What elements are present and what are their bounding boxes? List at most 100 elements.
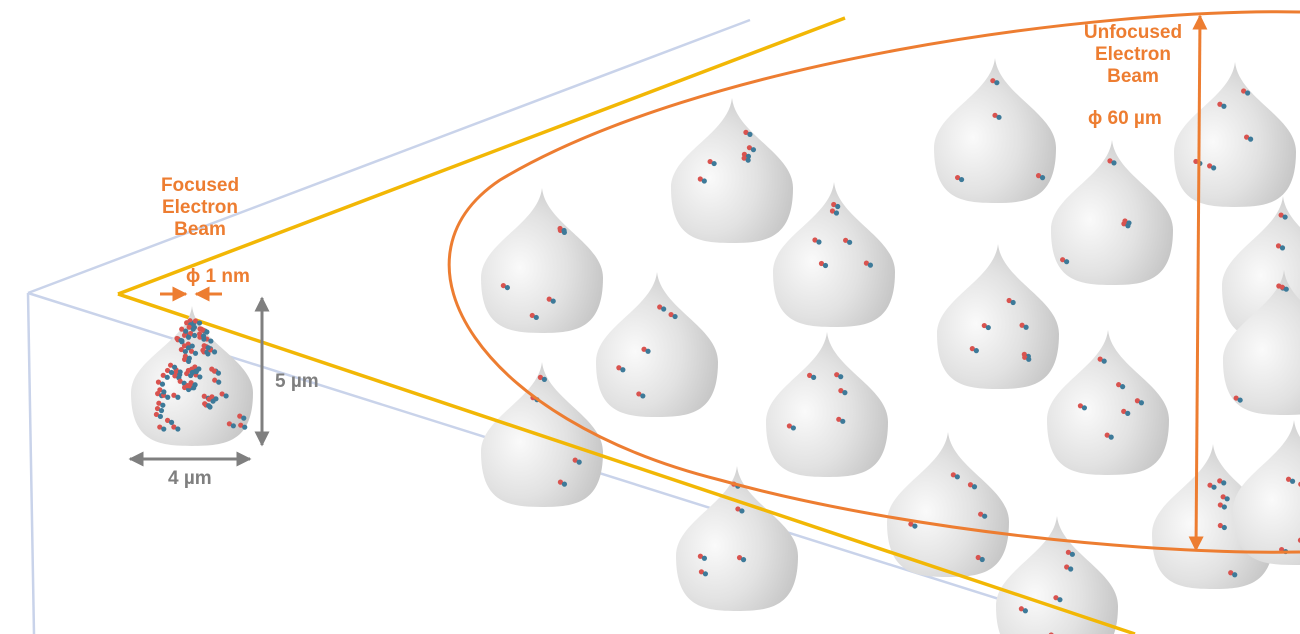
particle-red	[179, 326, 185, 332]
unfocused-label-line3: Beam	[1107, 66, 1159, 87]
particle-blue	[840, 418, 846, 424]
particle-red	[807, 372, 813, 378]
particle-red	[155, 379, 162, 385]
particle-red	[226, 421, 232, 427]
particle-blue	[867, 262, 874, 268]
particle-red	[829, 208, 836, 214]
particle-blue	[1125, 410, 1131, 416]
particle-red	[786, 423, 792, 429]
particle-blue	[161, 389, 167, 395]
particle-red	[164, 367, 171, 374]
particle-blue	[182, 348, 188, 355]
particle-blue	[1111, 160, 1117, 166]
particle-blue	[168, 369, 175, 376]
particle-blue	[1283, 286, 1289, 292]
particle-blue	[175, 426, 181, 432]
particle-red	[1064, 564, 1070, 570]
particle-blue	[1108, 434, 1114, 440]
particle-blue	[954, 474, 960, 480]
particle-red	[201, 343, 207, 349]
particle-red	[174, 335, 180, 342]
particle-blue	[958, 176, 965, 183]
particle-blue	[1282, 214, 1288, 220]
particle-red	[641, 346, 647, 352]
particle-blue	[185, 334, 192, 340]
particle-red	[735, 506, 741, 512]
particle-blue	[701, 555, 708, 561]
particle-blue	[210, 398, 216, 404]
particle-blue	[533, 314, 539, 321]
particle-blue	[985, 324, 991, 331]
particle-blue	[740, 557, 747, 563]
particle-red	[843, 237, 849, 243]
particle-blue	[1279, 245, 1286, 251]
particle-red	[990, 78, 996, 84]
particle-red	[981, 322, 987, 329]
particle-red	[157, 424, 163, 430]
particle-blue	[1224, 496, 1230, 502]
droplet	[481, 188, 603, 333]
particle-red	[736, 555, 743, 561]
particle-red	[1244, 134, 1250, 140]
particle-blue	[206, 403, 212, 409]
particle-red	[1134, 398, 1141, 404]
particle-red	[978, 511, 984, 517]
particle-blue	[561, 227, 567, 234]
focused-label-line3: Beam	[174, 219, 226, 240]
particle-red	[187, 383, 193, 389]
particle-blue	[1289, 478, 1296, 484]
droplet	[996, 516, 1118, 634]
particle-red	[1217, 478, 1223, 484]
particle-red	[155, 391, 161, 397]
particle-red	[1217, 502, 1223, 508]
unfocused-diameter-label: ϕ 60 µm	[1088, 108, 1162, 129]
particle-red	[1279, 284, 1285, 290]
particle-red	[616, 365, 622, 371]
droplet	[887, 432, 1009, 577]
particle-red	[1077, 403, 1084, 409]
particle-blue	[833, 210, 840, 216]
particle-red	[192, 318, 199, 324]
particle-blue	[550, 298, 556, 304]
particle-blue	[702, 571, 709, 577]
particle-blue	[661, 306, 667, 312]
particle-red	[164, 417, 171, 423]
particle-blue	[1023, 324, 1029, 330]
particle-blue	[1126, 220, 1132, 226]
droplet	[1047, 330, 1169, 475]
particle-red	[1065, 549, 1071, 555]
particle-red	[171, 424, 177, 430]
particle-blue	[175, 394, 181, 400]
particle-blue	[1120, 384, 1126, 390]
particle-red	[1217, 522, 1223, 529]
particle-blue	[159, 381, 166, 387]
particle-red	[200, 327, 206, 333]
particle-red	[206, 396, 212, 402]
particle-blue	[982, 513, 988, 519]
particle-blue	[1010, 299, 1016, 306]
particle-red	[1116, 382, 1122, 388]
particle-blue	[1221, 524, 1227, 531]
particle-red	[838, 388, 844, 394]
unfocused-beam-ellipse	[447, 10, 1300, 554]
particle-red	[1217, 101, 1223, 107]
particle-red	[1228, 570, 1234, 576]
particle-blue	[190, 326, 196, 332]
particle-blue	[672, 313, 678, 320]
particle-blue	[576, 459, 582, 465]
particle-blue	[211, 349, 218, 355]
droplet	[1051, 140, 1173, 285]
particle-red	[1053, 595, 1059, 601]
particle-red	[201, 393, 207, 399]
particle-blue	[241, 415, 247, 421]
particle-blue	[230, 423, 236, 429]
unfocused-label-line2: Electron	[1094, 44, 1172, 65]
particle-blue	[847, 239, 853, 245]
particle-red	[557, 479, 564, 485]
particle-red	[698, 569, 705, 575]
particle-blue	[1138, 400, 1145, 406]
particle-blue	[640, 393, 646, 399]
particle-blue	[157, 413, 164, 420]
particle-red	[181, 332, 188, 338]
particle-blue	[1101, 358, 1107, 364]
